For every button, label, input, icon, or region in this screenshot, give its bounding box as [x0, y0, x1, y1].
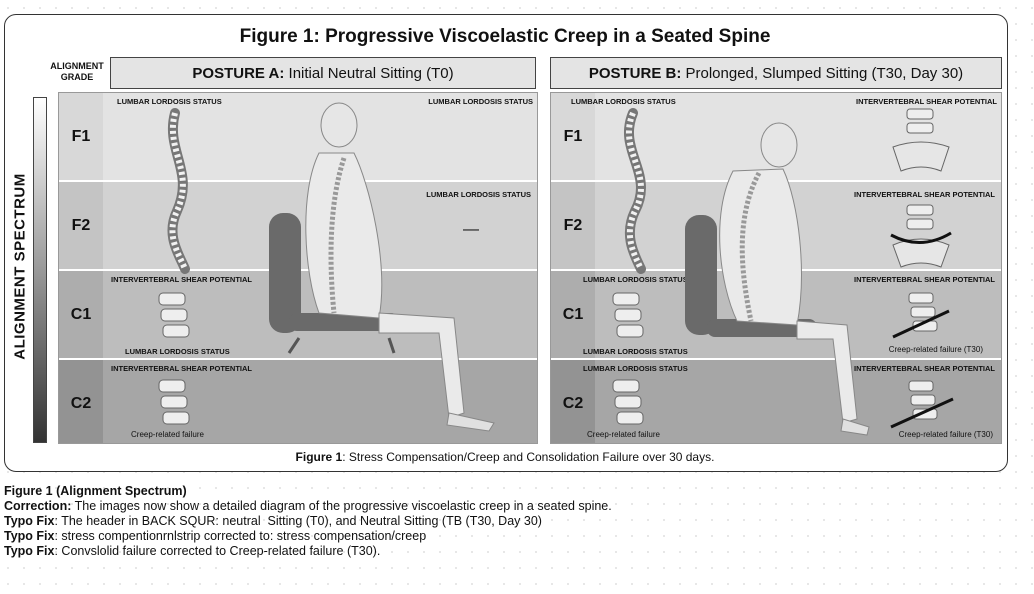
posture-a-header: POSTURE A: Initial Neutral Sitting (T0) [110, 57, 536, 89]
grade-f1: F1 [59, 93, 103, 180]
note-line: Figure 1 (Alignment Spectrum) [4, 484, 612, 499]
grade-c2: C2 [59, 360, 103, 443]
seated-figure-upright [269, 102, 495, 432]
note-bold: Correction: [4, 499, 72, 513]
vertebrae-illustration [158, 292, 190, 338]
note-line: Typo Fix: The header in BACK SQUR: neutr… [4, 514, 612, 529]
a-c1-top-label: INTERVERTEBRAL SHEAR POTENTIAL [111, 275, 252, 284]
seated-figure-slumped [685, 122, 870, 436]
posture-a-label: POSTURE A: [192, 64, 285, 82]
note-bold: Figure 1 (Alignment Spectrum) [4, 484, 187, 498]
posture-b-label: POSTURE B: [588, 64, 682, 82]
grade-f2: F2 [59, 182, 103, 269]
figure-title: Figure 1: Progressive Viscoelastic Creep… [239, 26, 771, 47]
a-c1-bottom-label: LUMBAR LORDOSIS STATUS [125, 347, 230, 356]
figure-caption: Figure 1: Stress Compensation/Creep and … [0, 450, 1010, 464]
b-c1-bottom-label: LUMBAR LORDOSIS STATUS [583, 347, 688, 356]
figure-caption-label: Figure 1 [295, 450, 343, 464]
vertebrae-illustration-c2 [612, 379, 644, 425]
b-c1-right-label: INTERVERTEBRAL SHEAR POTENTIAL [854, 275, 995, 284]
a-f1-right-label: LUMBAR LORDOSIS STATUS [428, 97, 533, 106]
note-text: : stress compentionrnlstrip corrected to… [54, 529, 427, 543]
figure-caption-text: : Stress Compensation/Creep and Consolid… [342, 450, 715, 464]
posture-b-panel: F1 F2 C1 C2 LUMBAR LORDOSIS STATUS INTER… [550, 92, 1002, 444]
b-c1-caption: Creep-related failure (T30) [888, 345, 983, 354]
b-f1-right-label: INTERVERTEBRAL SHEAR POTENTIAL [856, 97, 997, 106]
note-bold: Typo Fix [4, 514, 55, 528]
note-text: The images now show a detailed diagram o… [71, 499, 612, 513]
shear-failure-arrow-icon-c2 [890, 380, 954, 429]
spine-column-illustration [623, 108, 646, 274]
note-line: Typo Fix: Convslolid failure corrected t… [4, 544, 612, 559]
grade-c1: C1 [551, 271, 595, 358]
a-f1-left-label: LUMBAR LORDOSIS STATUS [117, 97, 222, 106]
note-bold: Typo Fix [4, 529, 55, 543]
vertebrae-illustration [612, 292, 644, 338]
shear-failure-arrow-icon [892, 292, 950, 339]
a-c2-caption: Creep-related failure [131, 430, 204, 439]
b-c2-left-label: LUMBAR LORDOSIS STATUS [583, 364, 688, 373]
a-f2-dash: — [463, 221, 479, 238]
grade-f2: F2 [551, 182, 595, 269]
spine-column-illustration [167, 108, 190, 274]
shear-arrow-vertebra-icon [890, 204, 952, 268]
note-text: : Convslolid failure corrected to Creep-… [54, 544, 381, 558]
note-bold: Typo Fix [4, 544, 55, 558]
note-line: Typo Fix: stress compentionrnlstrip corr… [4, 529, 612, 544]
alignment-spectrum-label: ALIGNMENT SPECTRUM [11, 173, 29, 360]
a-f2-right-label: LUMBAR LORDOSIS STATUS [426, 190, 531, 199]
b-c1-left-label: LUMBAR LORDOSIS STATUS [583, 275, 688, 284]
lumbar-vertebra-stack-icon [892, 108, 950, 172]
grade-c2: C2 [551, 360, 595, 443]
b-f2-right-label: INTERVERTEBRAL SHEAR POTENTIAL [854, 190, 995, 199]
vertebrae-illustration-c2 [158, 379, 190, 425]
note-text: : The header in BACK SQUR: neutral Sitti… [54, 514, 542, 528]
grade-c1: C1 [59, 271, 103, 358]
posture-a-desc: Initial Neutral Sitting (T0) [284, 64, 454, 82]
b-c2-caption-left: Creep-related failure [587, 430, 660, 439]
posture-b-header: POSTURE B: Prolonged, Slumped Sitting (T… [550, 57, 1002, 89]
a-c2-top-label: INTERVERTEBRAL SHEAR POTENTIAL [111, 364, 252, 373]
posture-a-panel: F1 F2 C1 C2 LUMBAR LORDOSIS STATUS LUMBA… [58, 92, 538, 444]
posture-b-desc: Prolonged, Slumped Sitting (T30, Day 30) [681, 64, 964, 82]
b-c2-caption-right: Creep-related failure (T30) [898, 430, 993, 439]
notes-block: Figure 1 (Alignment Spectrum) Correction… [4, 484, 612, 559]
note-line: Correction: The images now show a detail… [4, 499, 612, 514]
band-f1 [59, 93, 537, 182]
b-f1-left-label: LUMBAR LORDOSIS STATUS [571, 97, 676, 106]
grade-f1: F1 [551, 93, 595, 180]
b-c2-right-label: INTERVERTEBRAL SHEAR POTENTIAL [854, 364, 995, 373]
alignment-grade-header: ALIGNMENT GRADE [50, 61, 104, 82]
alignment-spectrum-bar [33, 97, 47, 443]
